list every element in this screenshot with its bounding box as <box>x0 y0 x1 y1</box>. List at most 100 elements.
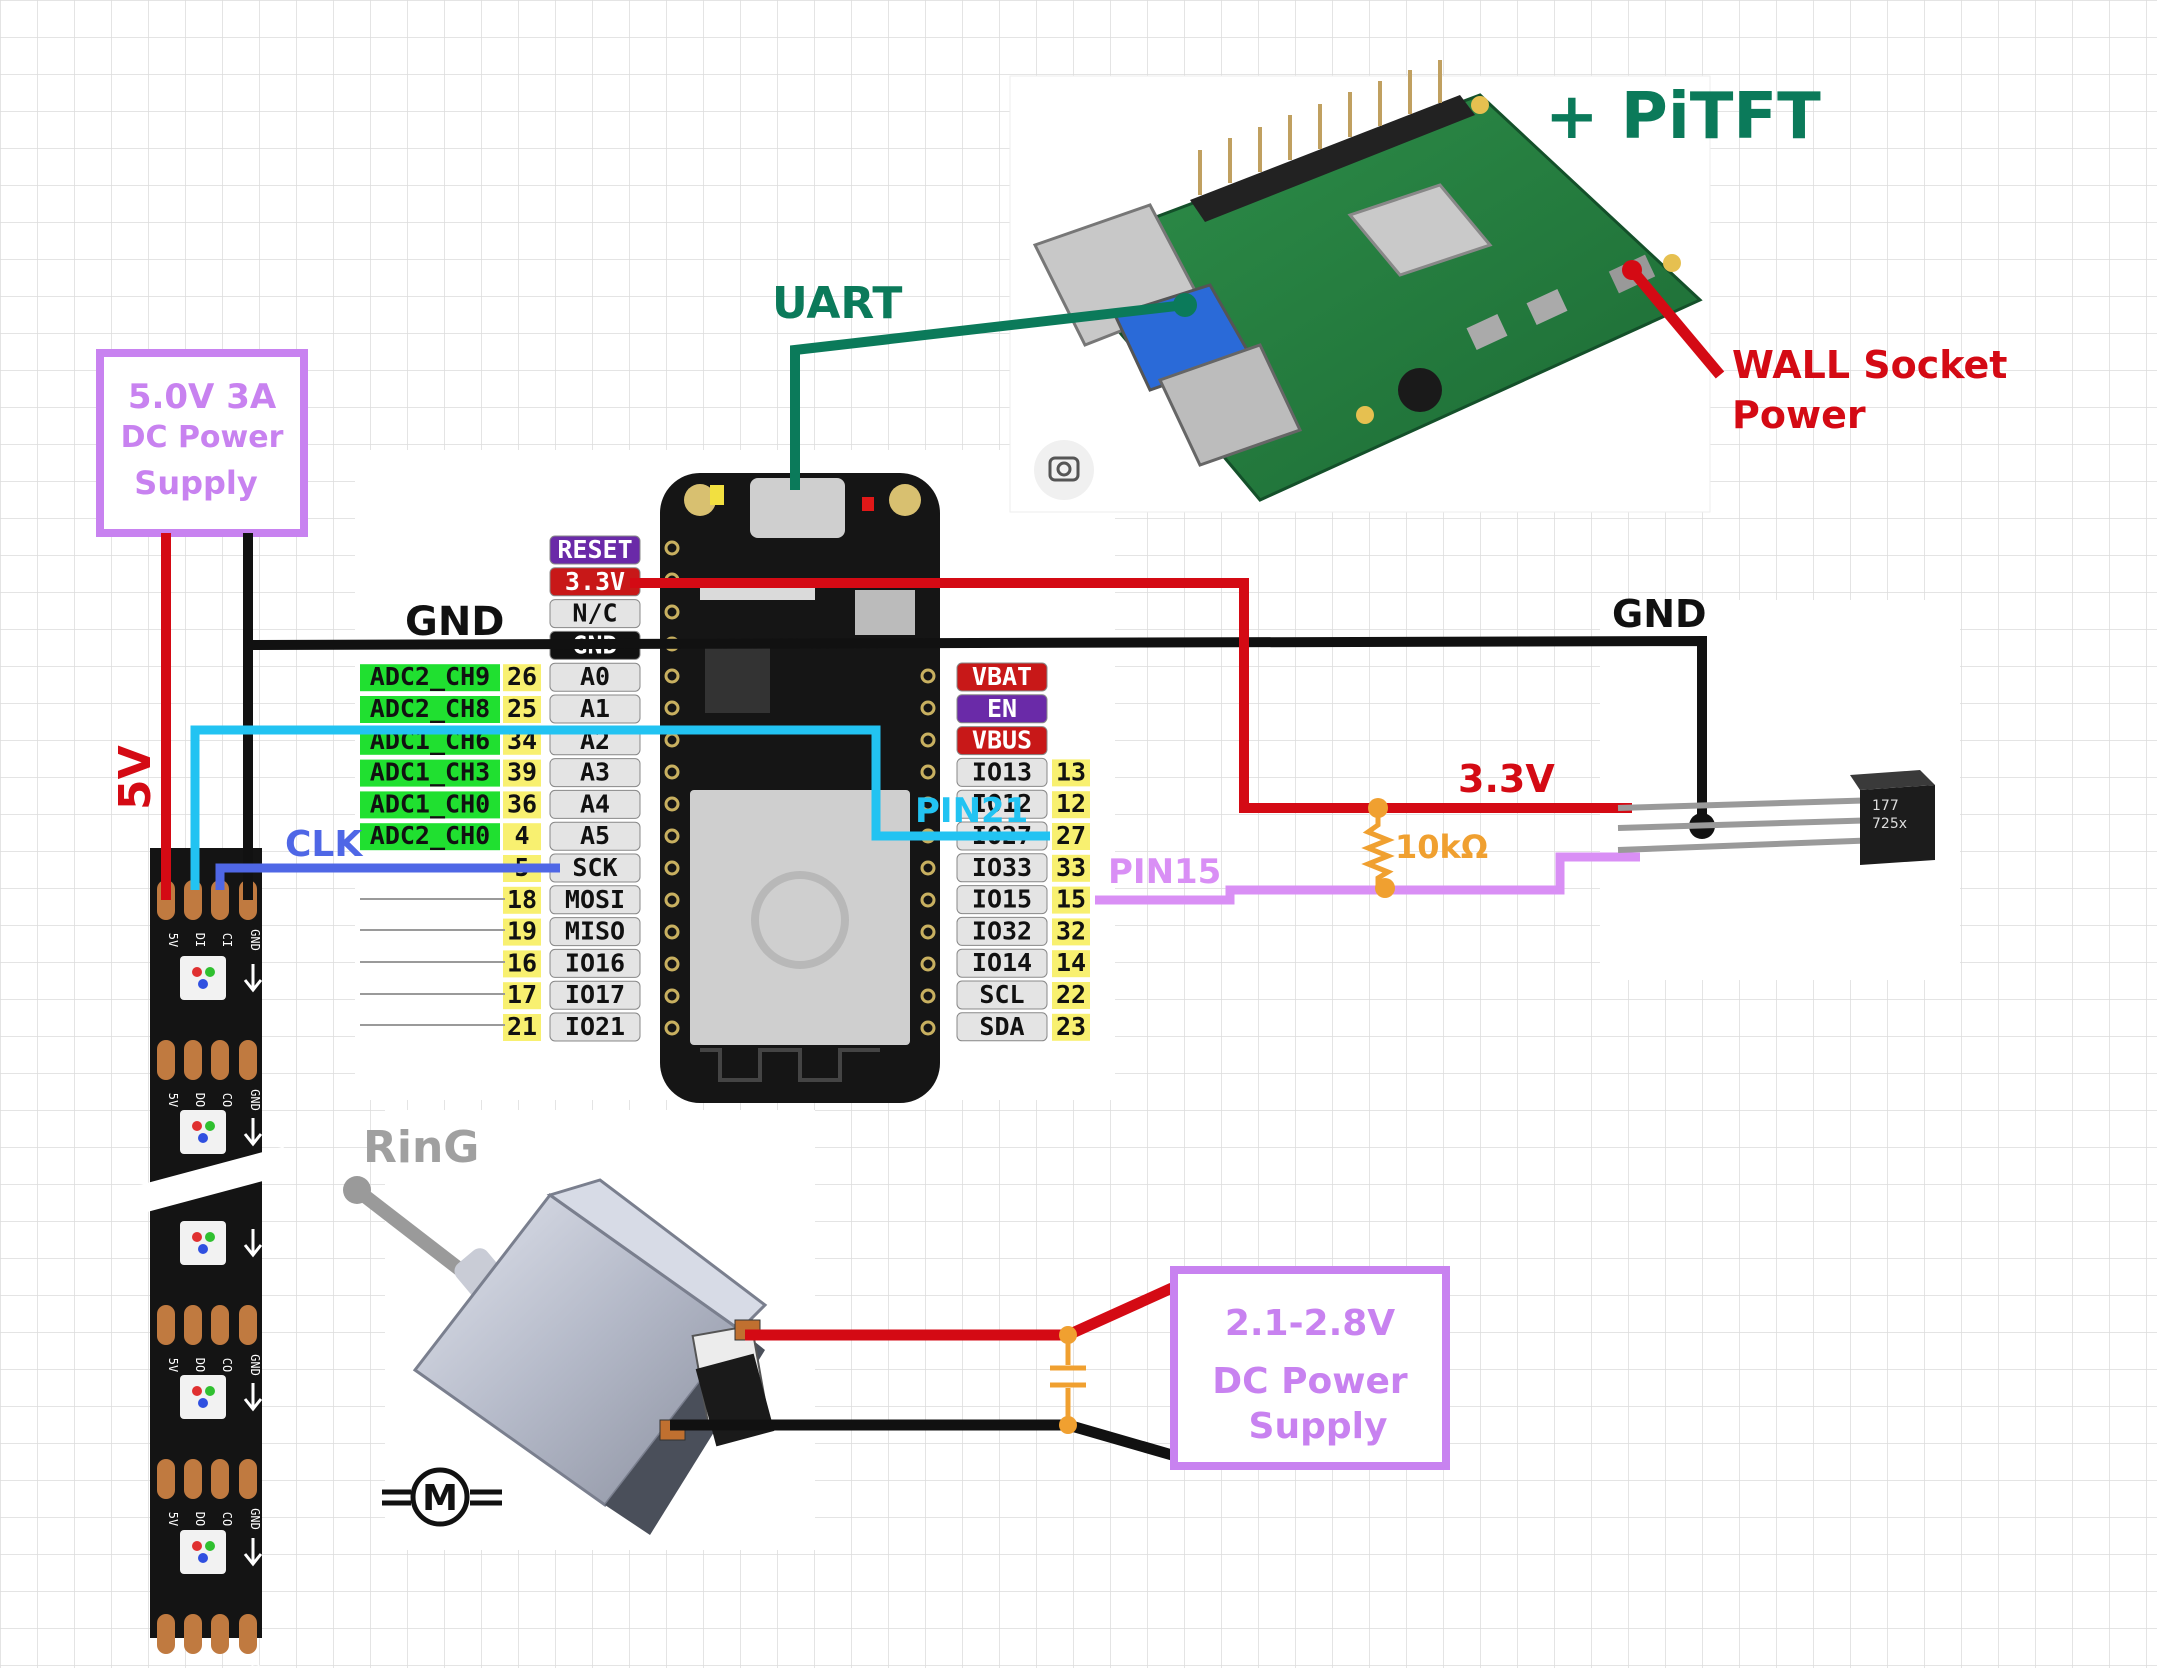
gpio-number: 21 <box>507 1012 537 1041</box>
resistor-label: 10kΩ <box>1395 828 1488 866</box>
pin-name: A0 <box>580 662 610 691</box>
adc-label: ADC2_CH8 <box>370 694 490 723</box>
pin-name: IO14 <box>972 948 1032 977</box>
pin-name: IO15 <box>972 885 1032 914</box>
hall-effect-sensor: 177 725x <box>1617 770 1935 865</box>
gpio-number-bg <box>1052 1013 1090 1041</box>
pin-name-bg <box>956 726 1048 756</box>
gpio-number: 13 <box>1056 757 1086 786</box>
pad-label: DO <box>193 1667 207 1668</box>
right-pin-row: VBAT <box>956 662 1048 692</box>
pin-name-bg <box>956 916 1048 946</box>
pin-name: MOSI <box>565 885 625 914</box>
pad-label: 5V <box>166 1093 180 1107</box>
pin-name-bg <box>956 948 1048 978</box>
pin-name: N/C <box>572 599 617 628</box>
adc-label: ADC2_CH9 <box>370 662 490 691</box>
gpio-number-bg <box>1052 982 1090 1009</box>
pad-label: DO <box>193 1093 207 1107</box>
right-pin-row: VBUS <box>956 726 1048 756</box>
gpio-number-bg <box>1052 854 1090 882</box>
solder-pad <box>157 1040 175 1080</box>
unused-pin-lines <box>360 898 505 1026</box>
gpio-number-bg <box>1052 759 1090 787</box>
gpio-number-bg <box>503 664 541 692</box>
led-red <box>192 1541 202 1551</box>
led-green <box>205 967 215 977</box>
solder-pad <box>157 1459 175 1499</box>
solder-pad <box>239 1040 257 1080</box>
resistor-top-dot <box>1368 798 1388 818</box>
gpio-number: 22 <box>1056 980 1086 1009</box>
pin-name: SDA <box>979 1012 1024 1041</box>
left-pin-row: N/C <box>549 599 641 629</box>
gpio-number: 18 <box>507 885 537 914</box>
gpio-number-bg <box>1052 823 1090 850</box>
led-green <box>205 1121 215 1131</box>
power-5v-line1: 5.0V 3A <box>128 377 277 417</box>
solder-pad <box>184 1459 202 1499</box>
sensor-marking-1: 177 <box>1872 798 1899 814</box>
arrow-down-icon <box>243 1538 263 1567</box>
pad-label: DO <box>193 1512 207 1526</box>
led-green <box>205 1386 215 1396</box>
data-in-wire <box>190 725 1050 890</box>
motor-symbol-icon: M <box>382 1467 502 1527</box>
pin-name: IO13 <box>972 757 1032 786</box>
pin-name-bg <box>549 821 641 851</box>
power-5v-line2: DC Power <box>121 420 284 455</box>
pin-name: VBUS <box>972 726 1032 755</box>
micro-hdmi-2 <box>1526 288 1568 326</box>
pullup-resistor <box>1361 808 1395 888</box>
power-supply-motor-box: 2.1-2.8V DC Power Supply <box>1170 1266 1450 1470</box>
pad-label: CO <box>220 1358 234 1372</box>
wall-socket-label-2: Power <box>1732 393 1866 437</box>
adc-label-bg <box>360 823 500 851</box>
pad-label: CO <box>220 1093 234 1107</box>
ring-label: RinG <box>363 1122 479 1173</box>
uart-connection-dot <box>1173 293 1197 317</box>
pitft-label: + PiTFT <box>1545 80 1821 154</box>
led-blue <box>198 1244 208 1254</box>
adc-label: ADC1_CH0 <box>370 789 490 818</box>
pin21-label: PIN21 <box>915 791 1028 831</box>
pin-name: RESET <box>557 535 632 564</box>
pin-name-bg <box>549 758 641 788</box>
wall-socket-label-1: WALL Socket <box>1732 343 2007 387</box>
led-red <box>192 1121 202 1131</box>
pad-label: GND <box>248 1354 262 1376</box>
capacitor <box>1050 1335 1086 1425</box>
gpio-number-bg <box>503 823 541 851</box>
right-pin-row: IO32 32 <box>956 916 1090 946</box>
led-blue <box>198 1398 208 1408</box>
pin-name: IO33 <box>972 853 1032 882</box>
pad-label: GND <box>248 1663 262 1668</box>
led-blue <box>198 1133 208 1143</box>
power-5v-line3: Supply <box>134 464 258 502</box>
3v3-wire <box>630 578 1632 813</box>
pin-name-bg <box>549 599 641 629</box>
gpio-number-bg <box>503 918 541 946</box>
pad-label: CI <box>220 933 234 947</box>
right-pin-row: IO13 13 <box>956 757 1090 787</box>
gpio-header <box>1190 60 1475 222</box>
uart-wire <box>790 300 1186 490</box>
power-motor-line1: 2.1-2.8V <box>1225 1303 1395 1344</box>
adc-label: ADC2_CH0 <box>370 821 490 850</box>
led-blue <box>198 979 208 989</box>
solder-pad <box>184 1305 202 1345</box>
led-red <box>192 1232 202 1242</box>
gpio-number: 32 <box>1056 916 1086 945</box>
left-pin-row: RESET <box>549 535 641 565</box>
pin-name: IO32 <box>972 916 1032 945</box>
esp32-feather-board <box>660 473 940 1103</box>
